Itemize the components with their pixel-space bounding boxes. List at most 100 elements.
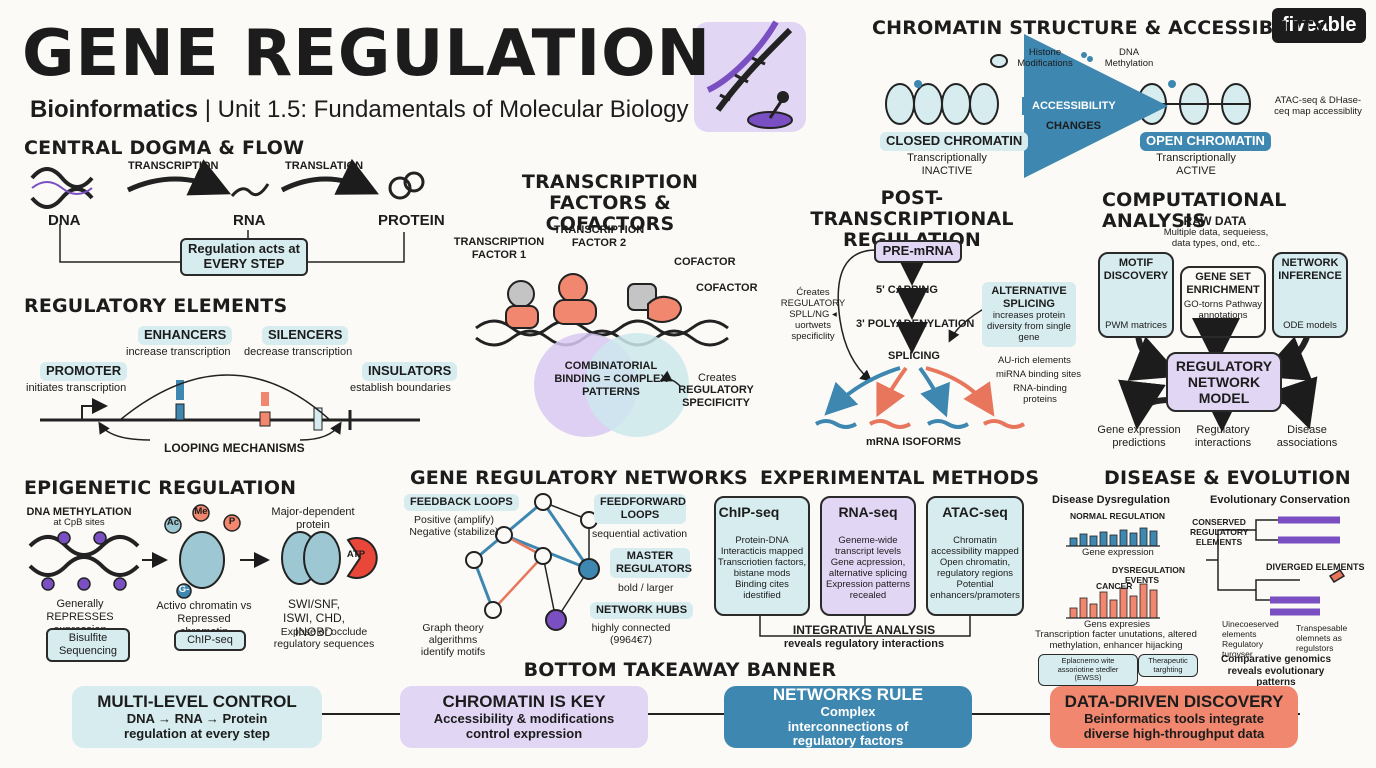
subtitle-rest: | Unit 1.5: Fundamentals of Molecular Bi…: [204, 96, 689, 123]
dysregulation-events-label: DYSREGULATION EVENTS: [1112, 565, 1186, 585]
therapeutic-tag: Therapeutic targhting: [1138, 654, 1198, 678]
legend-turnover: Regulatory turovser: [1222, 639, 1264, 659]
normal-bar: [1149, 530, 1158, 547]
epigenetic-diagram: [28, 504, 378, 599]
ac-label: Ac: [166, 517, 180, 528]
post-transcriptional-diagram: [814, 249, 1026, 429]
transcription-label: TRANSCRIPTION: [128, 160, 219, 172]
banner-networks-title: NETWORKS RULE: [772, 684, 924, 704]
chromatin-diagram: [885, 34, 1251, 178]
graph-theory-label: Graph theory algerithms identify motifs: [420, 622, 486, 659]
subtitle-strong: Bioinformatics: [30, 96, 199, 123]
looping-label: LOOPING MECHANISMS: [164, 441, 305, 455]
banner-chromatin: CHROMATIN IS KEY Accessibility & modific…: [400, 686, 648, 748]
chip-seq-pill: ChIP-seq: [174, 630, 246, 652]
network-desc: ODE models: [1283, 320, 1337, 332]
banner-networks-desc: Complex interconnections of regulatory f…: [787, 703, 909, 749]
open-desc: Transcriptionally ACTIVE: [1156, 152, 1236, 178]
regulatory-network-graph: [465, 493, 600, 631]
motif-title: MOTIF DISCOVERY: [1103, 257, 1169, 283]
protein-label: PROTEIN: [378, 212, 445, 229]
gene-set-title: GENE SET ENRICHMENT: [1186, 271, 1260, 297]
chip-seq-title: ChIP-seq: [718, 504, 780, 520]
central-dogma-diagram: [30, 158, 425, 263]
closed-desc: Transcriptionally INACTIVE: [907, 152, 987, 178]
cancer-bar: [1119, 587, 1128, 619]
post-creates-note: Ćreates REGULATORY SPLL/NG ◂ uortwets sp…: [780, 287, 846, 342]
mirna-label: miRNA binding sites: [996, 369, 1082, 380]
capping-label: 5' CAPPING: [876, 284, 938, 296]
banner-chromatin-desc: Accessibility & modifications control ex…: [433, 711, 615, 741]
gene-expression-label: Gene expression: [1082, 547, 1154, 558]
combinatorial-label: COMBINATORIAL BINDING = COMPLEX PATTERNS: [554, 360, 668, 399]
bisulfite-label: Bisulfite Sequencing: [46, 628, 130, 663]
cpg-label: at CpB sites: [53, 517, 105, 528]
accessibility-label: ACCESSIBILITY: [1032, 100, 1116, 112]
tf1-label: TRANSCRIPTION FACTOR 1: [453, 236, 545, 262]
chip-desc-3: Binding cites idestified: [735, 578, 789, 601]
banner-data-driven-title: DATA-DRIVEN DISCOVERY: [1064, 692, 1284, 712]
feedback-label: FEEDBACK LOOPS: [404, 494, 519, 512]
motif-card: MOTIF DISCOVERY PWM matrices: [1098, 252, 1174, 338]
mutations-label: Transcription facter unutations, altered…: [1035, 629, 1197, 651]
cancer-bar: [1139, 583, 1148, 619]
joystick-icon: [747, 91, 793, 129]
enhancers-label: ENHANCERS: [138, 326, 233, 345]
output-predictions: Gene expression predictions: [1097, 424, 1181, 449]
regulatory-elements-title: REGULATORY ELEMENTS: [24, 295, 288, 317]
bottom-banner-title: BOTTOM TAKEAWAY BANNER: [523, 659, 837, 681]
subtitle: Bioinformatics | Unit 1.5: Fundamentals …: [30, 96, 689, 124]
major-protein-label: Major-dependent protein: [271, 506, 355, 532]
disease-bar-charts: [1066, 527, 1160, 619]
motif-desc: PWM matrices: [1105, 320, 1167, 332]
atac-seq-card: ATAC-seq Chromatin accessibility mapped …: [926, 496, 1024, 616]
normal-bar: [1139, 527, 1148, 547]
dna-meth-heading: DNA METHYLATION: [26, 506, 132, 518]
cancer-bar: [1089, 603, 1098, 619]
central-dogma-title: CENTRAL DOGMA & FLOW: [24, 137, 305, 159]
normal-bar: [1089, 535, 1098, 547]
networks-title: GENE REGULATORY NETWORKS: [410, 467, 748, 489]
insulators-label: INSULATORS: [362, 362, 458, 381]
rna-seq-card: RNA-seq Geneme-wide transcript levels Ge…: [820, 496, 916, 616]
cancer-bar: [1149, 589, 1158, 619]
pre-mrna-label: PRE-mRNA: [874, 240, 962, 263]
epigenetic-title: EPIGENETIC REGULATION: [24, 477, 297, 499]
cofactor2-label: COFACTOR: [696, 282, 758, 294]
fiveable-logo[interactable]: fiveable: [1272, 8, 1367, 43]
cancer-bar: [1079, 597, 1088, 619]
feedforward-label: FEEDFORWARD LOOPS: [594, 494, 686, 525]
banner-multi-level-desc: DNA → RNA → Protein regulation at every …: [124, 711, 270, 741]
isoforms-label: mRNA ISOFORMS: [866, 436, 961, 448]
cancer-bar: [1129, 595, 1138, 619]
alt-splicing-desc: increases protein diversity from single …: [987, 310, 1071, 344]
normal-regulation-label: NORMAL REGULATION: [1070, 511, 1166, 521]
rna-seq-title: RNA-seq: [838, 504, 898, 520]
legend-transposable: Transpesable olemnets as regulstors: [1296, 623, 1348, 653]
regulation-note: Regulation acts at EVERY STEP: [180, 238, 308, 276]
raw-data-label: RAW DATA: [1183, 214, 1247, 228]
histone-label: Histone Modifications: [1017, 47, 1073, 69]
network-card: NETWORK INFERENCE ODE models: [1272, 252, 1348, 338]
chip-desc-2: Transcriotien factors, bistane mods: [717, 556, 807, 579]
page-title: GENE REGULATION: [22, 17, 712, 91]
alternative-splicing-box: ALTERNATIVE SPLICING increases protein d…: [982, 282, 1076, 348]
tf2-label: TRANSCRIPTION FACTOR 2: [553, 224, 645, 250]
output-disease: Disease associations: [1276, 424, 1338, 449]
master-label: MASTER REGULATORS: [610, 548, 692, 579]
dysregulation-label: Disease Dysregulation: [1052, 494, 1170, 506]
cancer-bar: [1069, 607, 1078, 619]
tf-title: TRANSCRIPTION FACTORS & COFACTORS: [521, 171, 699, 235]
hubs-desc: highly connected (9964€7): [591, 622, 671, 647]
rna-desc: Geneme-wide transcript levels: [835, 535, 901, 558]
normal-bar: [1109, 534, 1118, 547]
banner-multi-level-title: MULTI-LEVEL CONTROL: [97, 692, 297, 712]
translation-label: TRANSLATION: [285, 160, 364, 172]
promoter-label: PROMOTER: [40, 362, 128, 381]
dna-label: DNA: [48, 212, 81, 229]
au-label: AU-rich elements: [998, 355, 1071, 366]
rna-desc-3: Expression patterns recealed: [826, 578, 910, 601]
dna-meth-label: DNA Methylation: [1104, 47, 1154, 69]
open-chromatin-label: OPEN CHROMATIN: [1140, 132, 1271, 151]
